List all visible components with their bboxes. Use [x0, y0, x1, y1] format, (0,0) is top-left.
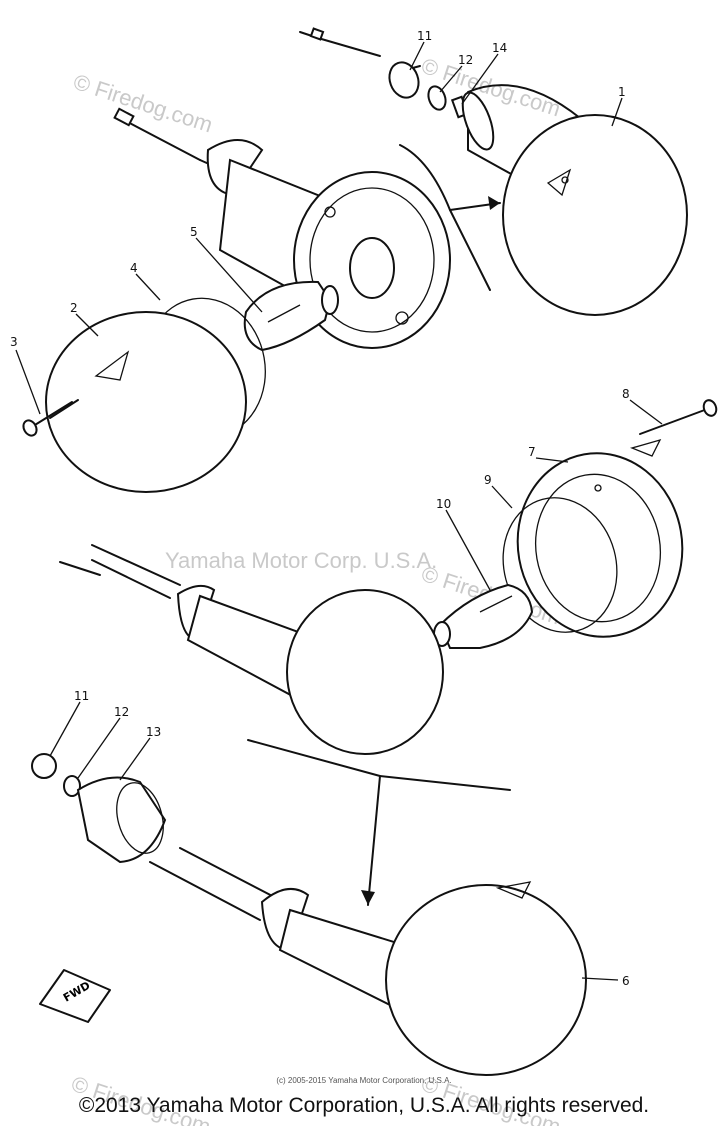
lens-2-body: [45, 311, 247, 493]
gasket-9: [502, 497, 618, 633]
top-bracket: [399, 144, 491, 291]
washer-12-top: [427, 85, 447, 111]
lens-1: [502, 114, 688, 316]
bulb-10: [433, 583, 534, 649]
screw-8: [639, 399, 718, 435]
top-right-lamp: [299, 27, 688, 316]
small-copyright: (c) 2005-2015 Yamaha Motor Corporation, …: [276, 1076, 452, 1085]
washer-12-bottom: [63, 775, 81, 797]
callout-5: 5: [190, 225, 198, 239]
callout-10: 10: [436, 497, 451, 511]
watermark-yamaha: Yamaha Motor Corp. U.S.A.: [165, 548, 437, 573]
lens-6: [385, 884, 587, 1076]
callout-11-bottom: 11: [74, 689, 89, 703]
footer-copyright: ©2013 Yamaha Motor Corporation, U.S.A. A…: [78, 1094, 650, 1117]
callout-7: 7: [528, 445, 536, 459]
callouts: 11 12 14 1 5 4 2 3 8 7 9 10 11 12 13 6: [10, 29, 663, 988]
bottom-lamp: [31, 753, 587, 1076]
lens-7: [516, 438, 684, 638]
callout-13: 13: [146, 725, 161, 739]
nut-11-top: [388, 61, 420, 99]
callout-1: 1: [618, 85, 626, 99]
callout-2: 2: [70, 301, 78, 315]
spacer-13: [76, 776, 167, 864]
middle-lens: [286, 589, 444, 755]
bulb-5: [243, 280, 339, 352]
screw-3: [22, 399, 79, 437]
callout-9: 9: [484, 473, 492, 487]
watermark-firedog-1: © Firedog.com: [70, 69, 215, 137]
callout-11-top: 11: [417, 29, 432, 43]
callout-12-top: 12: [458, 53, 473, 67]
callout-6: 6: [622, 974, 630, 988]
callout-4: 4: [130, 261, 138, 275]
socket: [349, 237, 395, 299]
nut-11-bottom: [31, 753, 57, 779]
callout-3: 3: [10, 335, 18, 349]
fwd-label: FWD: [61, 979, 92, 1005]
callout-8: 8: [622, 387, 630, 401]
lens-2: [45, 311, 247, 493]
middle-housing: [59, 544, 444, 755]
fwd-arrow-icon: FWD: [39, 969, 111, 1023]
callout-14: 14: [492, 41, 507, 55]
callout-12-bottom: 12: [114, 705, 129, 719]
